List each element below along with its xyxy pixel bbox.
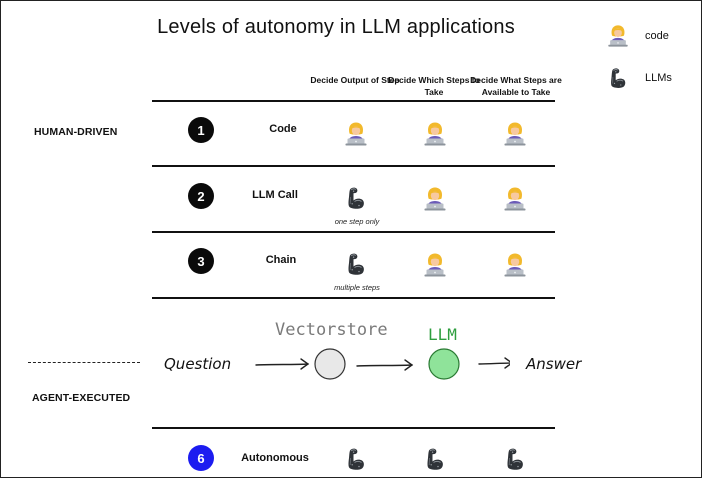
arrowhead	[504, 357, 510, 369]
flexed-arm-icon	[422, 446, 448, 472]
row-divider	[152, 231, 555, 233]
arrowhead	[300, 358, 310, 370]
row-name-llm-call: LLM Call	[252, 189, 298, 201]
diagram-title: Levels of autonomy in LLM applications	[157, 16, 515, 38]
row-divider	[152, 100, 555, 102]
person-at-laptop-icon	[606, 24, 630, 48]
column-header-which-steps: Decide Which Steps to Take	[388, 75, 480, 97]
llm-label: LLM	[428, 325, 457, 344]
note-multiple-steps: multiple steps	[334, 283, 380, 292]
flow-graphic	[255, 348, 510, 380]
flow-question-label: Question	[164, 355, 232, 373]
row-name-autonomous: Autonomous	[241, 452, 309, 464]
agent-executed-label: AGENT-EXECUTED	[32, 392, 131, 404]
arrow-question-to-vectorstore	[255, 363, 309, 366]
column-header-available-steps: Decide What Steps are Available to Take	[470, 75, 562, 97]
row-name-chain: Chain	[265, 254, 297, 266]
flexed-arm-icon	[343, 251, 369, 277]
row-divider	[152, 427, 555, 429]
arrow-llm-to-answer	[478, 362, 510, 365]
column-header-output: Decide Output of Step	[310, 75, 400, 85]
row-divider	[152, 165, 555, 167]
flexed-arm-icon	[606, 66, 630, 90]
arrow-vectorstore-to-llm	[356, 364, 413, 367]
row-name-code: Code	[269, 123, 297, 135]
person-at-laptop-icon	[502, 252, 528, 278]
vectorstore-node	[314, 348, 346, 380]
person-at-laptop-icon	[422, 121, 448, 147]
level-6-badge: 6	[188, 445, 214, 471]
person-at-laptop-icon	[422, 252, 448, 278]
vectorstore-label: Vectorstore	[275, 320, 388, 340]
llm-node	[428, 348, 460, 380]
legend-label-llms: LLMs	[645, 72, 672, 84]
flexed-arm-icon	[343, 446, 369, 472]
person-at-laptop-icon	[502, 186, 528, 212]
legend-label-code: code	[645, 30, 669, 42]
level-2-badge: 2	[188, 183, 214, 209]
person-at-laptop-icon	[502, 121, 528, 147]
person-at-laptop-icon	[343, 121, 369, 147]
level-1-badge: 1	[188, 117, 214, 143]
human-driven-label: HUMAN-DRIVEN	[34, 126, 118, 138]
autonomy-divider-line	[28, 362, 140, 363]
flexed-arm-icon	[343, 185, 369, 211]
flexed-arm-icon	[502, 446, 528, 472]
row-divider	[152, 297, 555, 299]
flow-answer-label: Answer	[526, 355, 582, 373]
arrowhead	[404, 359, 414, 371]
level-3-badge: 3	[188, 248, 214, 274]
note-one-step-only: one step only	[334, 217, 380, 226]
person-at-laptop-icon	[422, 186, 448, 212]
